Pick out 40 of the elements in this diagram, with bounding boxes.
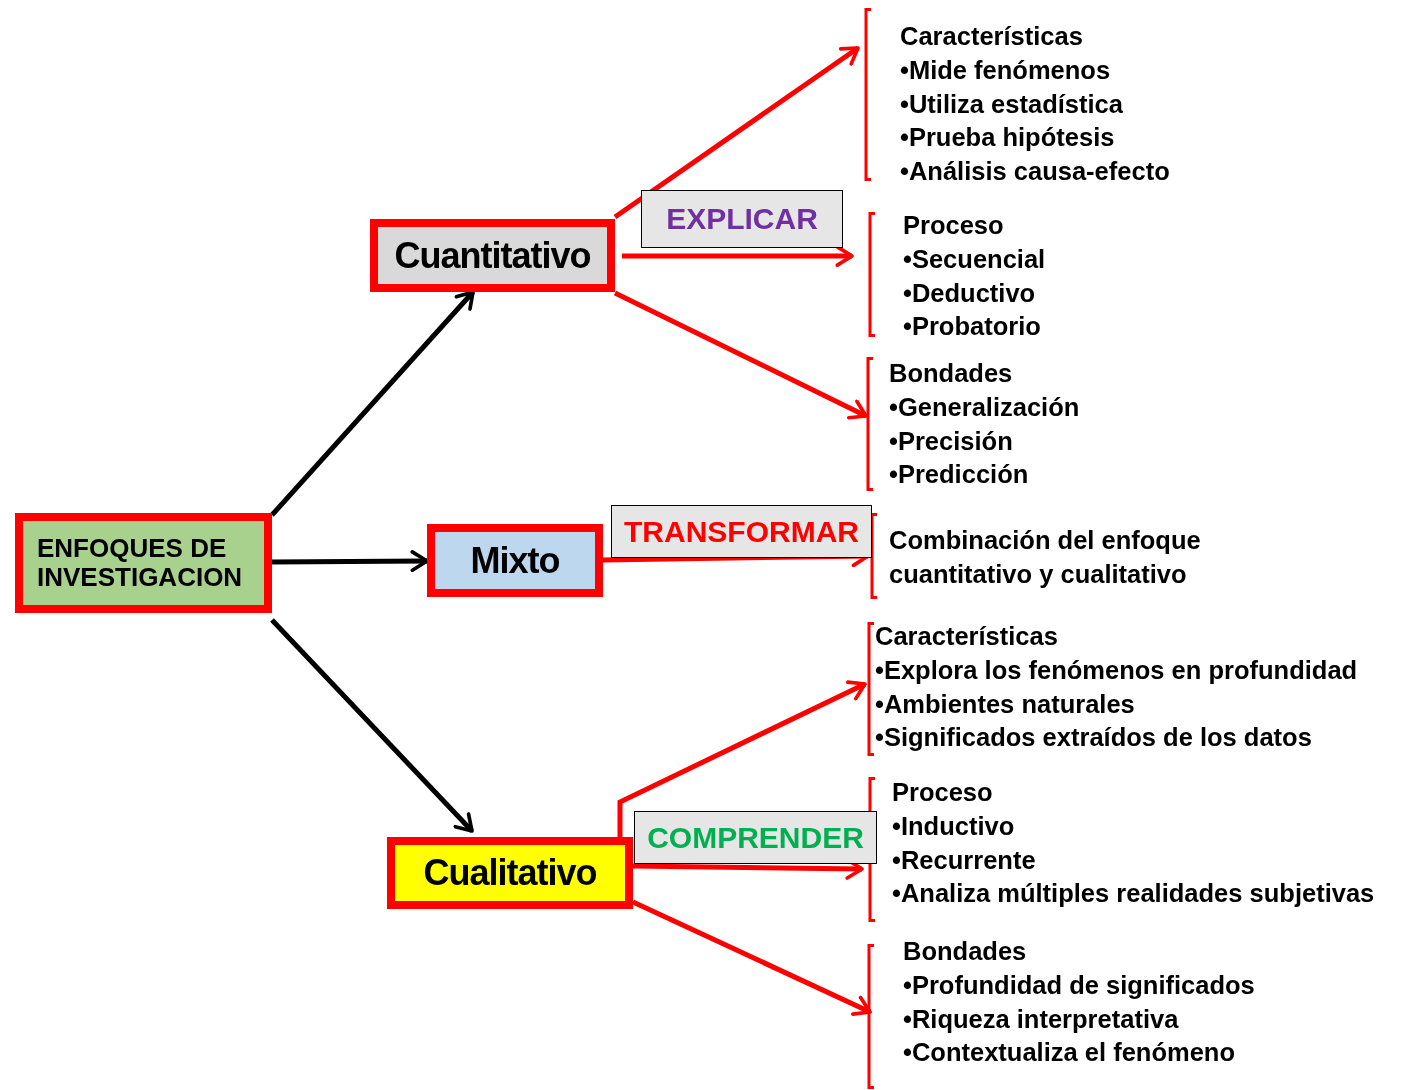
arrow: [613, 45, 860, 220]
list-item: •Utiliza estadística: [900, 88, 1123, 120]
list-item: •Riqueza interpretativa: [903, 1003, 1179, 1035]
list-heading: Características: [875, 621, 1058, 652]
arrow: [622, 245, 854, 267]
list-item: •Recurrente: [892, 844, 1036, 876]
list-item: •Inductivo: [892, 810, 1015, 842]
approach-box: Cualitativo: [387, 837, 633, 909]
list-item: •Analiza múltiples realidades subjetivas: [892, 878, 1375, 910]
list-item: •Profundidad de significados: [903, 969, 1255, 1001]
list-item: •Secuencial: [903, 243, 1046, 275]
arrow: [270, 618, 474, 833]
topic-box: ENFOQUES DE INVESTIGACION: [15, 513, 272, 613]
list-heading: Proceso: [903, 210, 1004, 241]
list-item: •Explora los fenómenos en profundidad: [875, 654, 1358, 686]
list-item: •Deductivo: [903, 277, 1036, 309]
list-item: •Análisis causa-efecto: [900, 156, 1170, 188]
list-item: •Precisión: [889, 425, 1013, 457]
purpose-tag: COMPRENDER: [634, 811, 877, 864]
arrow: [617, 680, 867, 837]
arrow: [270, 290, 475, 517]
list-heading: Características: [900, 21, 1083, 52]
description-text: Combinación del enfoque cuantitativo y cualitativo: [889, 525, 1202, 590]
list-item: •Ambientes naturales: [875, 688, 1135, 720]
list-item: •Predicción: [889, 459, 1029, 491]
list-heading: Bondades: [903, 936, 1027, 967]
list-item: •Significados extraídos de los datos: [875, 722, 1312, 754]
list-item: •Contextualiza el fenómeno: [903, 1037, 1235, 1069]
arrow: [272, 550, 429, 573]
list-heading: Proceso: [892, 777, 993, 808]
list-item: •Generalización: [889, 391, 1080, 423]
arrow: [613, 290, 868, 420]
list-item: •Prueba hipótesis: [900, 122, 1115, 154]
purpose-tag: TRANSFORMAR: [611, 505, 872, 558]
approach-box: Mixto: [427, 524, 603, 597]
list-item: •Probatorio: [903, 311, 1041, 343]
list-heading: Bondades: [889, 358, 1013, 389]
approach-box: Cuantitativo: [370, 219, 615, 292]
purpose-tag: EXPLICAR: [641, 190, 843, 248]
list-item: •Mide fenómenos: [900, 54, 1111, 86]
